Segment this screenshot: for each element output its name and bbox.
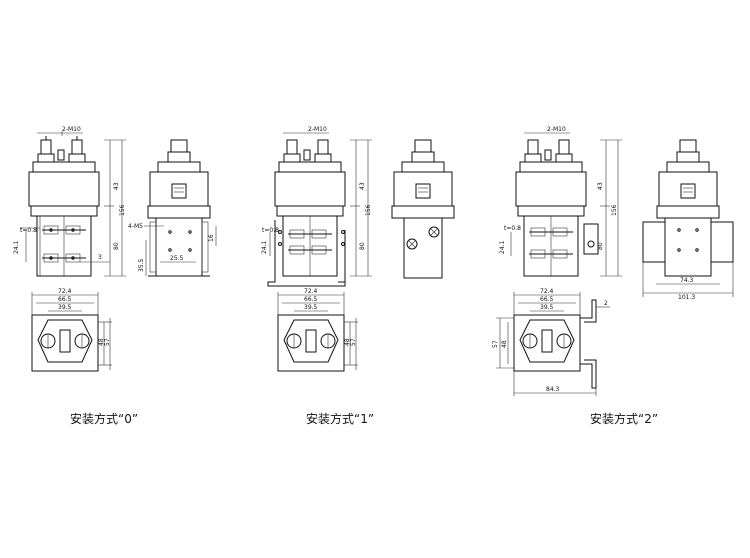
dim-156-2: 156 (611, 204, 618, 216)
dim-72-1: 72.4 (304, 288, 318, 295)
dim-66-0: 66.5 (58, 296, 72, 303)
dim-43-1: 43 (359, 182, 366, 190)
dim-24-1: 24.1 (261, 240, 268, 254)
dim-43-0: 43 (113, 182, 120, 190)
dim-74-2: 74.3 (680, 277, 694, 284)
dim-72-2: 72.4 (540, 288, 554, 295)
dim-80-2: 80 (597, 242, 604, 250)
dim-57-2: 57 (492, 340, 499, 348)
dim-39-1: 39.5 (304, 304, 318, 311)
dim-t-2: t=0.8 (504, 225, 521, 232)
bottom-view-0 (31, 292, 112, 372)
caption-style-0: 安装方式“0” (70, 411, 138, 426)
bottom-view-1 (277, 292, 358, 372)
dim-thread-1: 2-M10 (308, 126, 327, 133)
dim-80-0: 80 (113, 242, 120, 250)
dim-48-0: 48 (98, 338, 105, 346)
dim-156-0: 156 (119, 204, 126, 216)
dim-t-0: t=0.8 (20, 227, 37, 234)
dim-80-1: 80 (359, 242, 366, 250)
dim-3-0: 3 (98, 254, 102, 261)
dim-43-2: 43 (597, 182, 604, 190)
caption-style-1: 安装方式“1” (306, 411, 374, 426)
dim-57-1: 57 (350, 338, 357, 346)
dim-72-0: 72.4 (58, 288, 72, 295)
side-view-0 (144, 139, 217, 277)
dim-thread-0: 2-M10 (62, 126, 81, 133)
dim-84-2: 84.3 (546, 386, 560, 393)
dim-57-0: 57 (104, 338, 111, 346)
dim-thread-2: 2-M10 (547, 126, 566, 133)
dim-101-2: 101.3 (678, 294, 695, 301)
front-view-2 (510, 132, 622, 277)
side-view-1 (391, 139, 455, 279)
side-view-2 (642, 139, 734, 297)
dim-holes-0: 4-M5 (128, 223, 143, 230)
dim-156-1: 156 (365, 204, 372, 216)
front-view-0 (20, 131, 126, 277)
dim-2-2: 2 (604, 300, 608, 307)
bottom-view-2 (496, 292, 610, 396)
dim-39-2: 39.5 (540, 304, 554, 311)
caption-style-2: 安装方式“2” (590, 411, 658, 426)
dim-48-2: 48 (501, 340, 508, 348)
dim-66-1: 66.5 (304, 296, 318, 303)
dim-66-2: 66.5 (540, 296, 554, 303)
dim-24-2: 24.1 (499, 240, 506, 254)
dim-24-0: 24.1 (13, 240, 20, 254)
dim-35-0: 35.5 (138, 258, 145, 272)
dim-t-1: t=0.8 (262, 227, 279, 234)
dim-25-0: 25.5 (170, 255, 184, 262)
dim-39-0: 39.5 (58, 304, 72, 311)
dim-48-1: 48 (344, 338, 351, 346)
front-view-1 (267, 132, 372, 287)
dim-16-0: 16 (208, 234, 215, 242)
